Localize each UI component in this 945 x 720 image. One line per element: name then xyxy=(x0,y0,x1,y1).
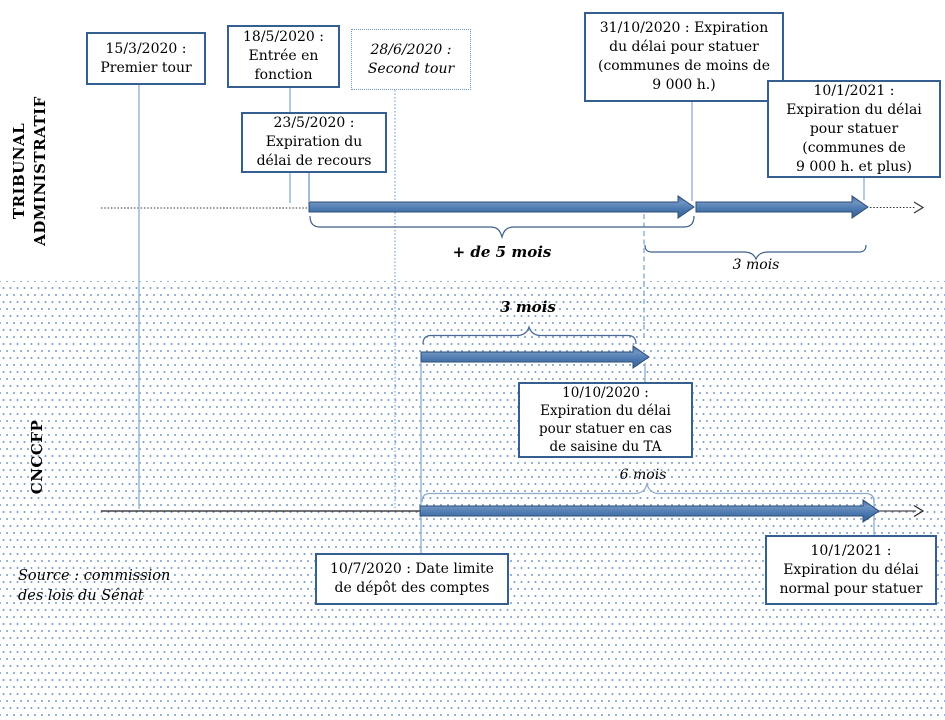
bracket-plus-5-mois xyxy=(309,215,695,240)
ta-arrow-3-mois xyxy=(695,195,869,219)
track-label-cnccfp: CNCCFP xyxy=(28,419,46,495)
ta-arrow-5-mois xyxy=(308,195,695,219)
duration-label-3-mois-ta: 3 mois xyxy=(732,257,780,273)
event-box-saisine-ta: 10/10/2020 : Expiration du délai pour st… xyxy=(518,382,693,458)
source-note: Source : commission des lois du Sénat xyxy=(18,568,171,604)
event-box-statuer-moins-9000: 31/10/2020 : Expiration du délai pour st… xyxy=(584,12,784,102)
bracket-3-mois-ta xyxy=(644,244,867,261)
cnccfp-arrow-3-mois xyxy=(420,345,650,369)
event-box-statuer-9000-plus: 10/1/2021 : Expiration du délai pour sta… xyxy=(767,80,941,178)
duration-label-3-mois-cnccfp: 3 mois xyxy=(500,298,556,316)
bracket-3-mois-cnccfp xyxy=(422,325,637,345)
event-box-second-tour: 28/6/2020 : Second tour xyxy=(351,29,471,90)
event-box-delai-normal: 10/1/2021 : Expiration du délai normal p… xyxy=(765,535,937,605)
cnccfp-axis-arrowhead-icon xyxy=(913,504,925,518)
duration-label-6-mois: 6 mois xyxy=(619,467,667,483)
event-box-delai-recours: 23/5/2020 : Expiration du délai de recou… xyxy=(241,112,387,173)
event-box-premier-tour: 15/3/2020 : Premier tour xyxy=(86,32,206,85)
duration-label-plus-5-mois: + de 5 mois xyxy=(452,243,552,261)
bracket-6-mois xyxy=(421,481,875,503)
track-label-tribunal-administratif: TRIBUNAL ADMINISTRATIF xyxy=(10,96,49,246)
event-box-entree-fonction: 18/5/2020 : Entrée en fonction xyxy=(227,25,340,88)
event-box-depot-comptes: 10/7/2020 : Date limite de dépôt des com… xyxy=(315,553,509,605)
ta-axis-arrowhead-icon xyxy=(913,201,925,214)
cnccfp-arrow-6-mois xyxy=(419,499,880,523)
